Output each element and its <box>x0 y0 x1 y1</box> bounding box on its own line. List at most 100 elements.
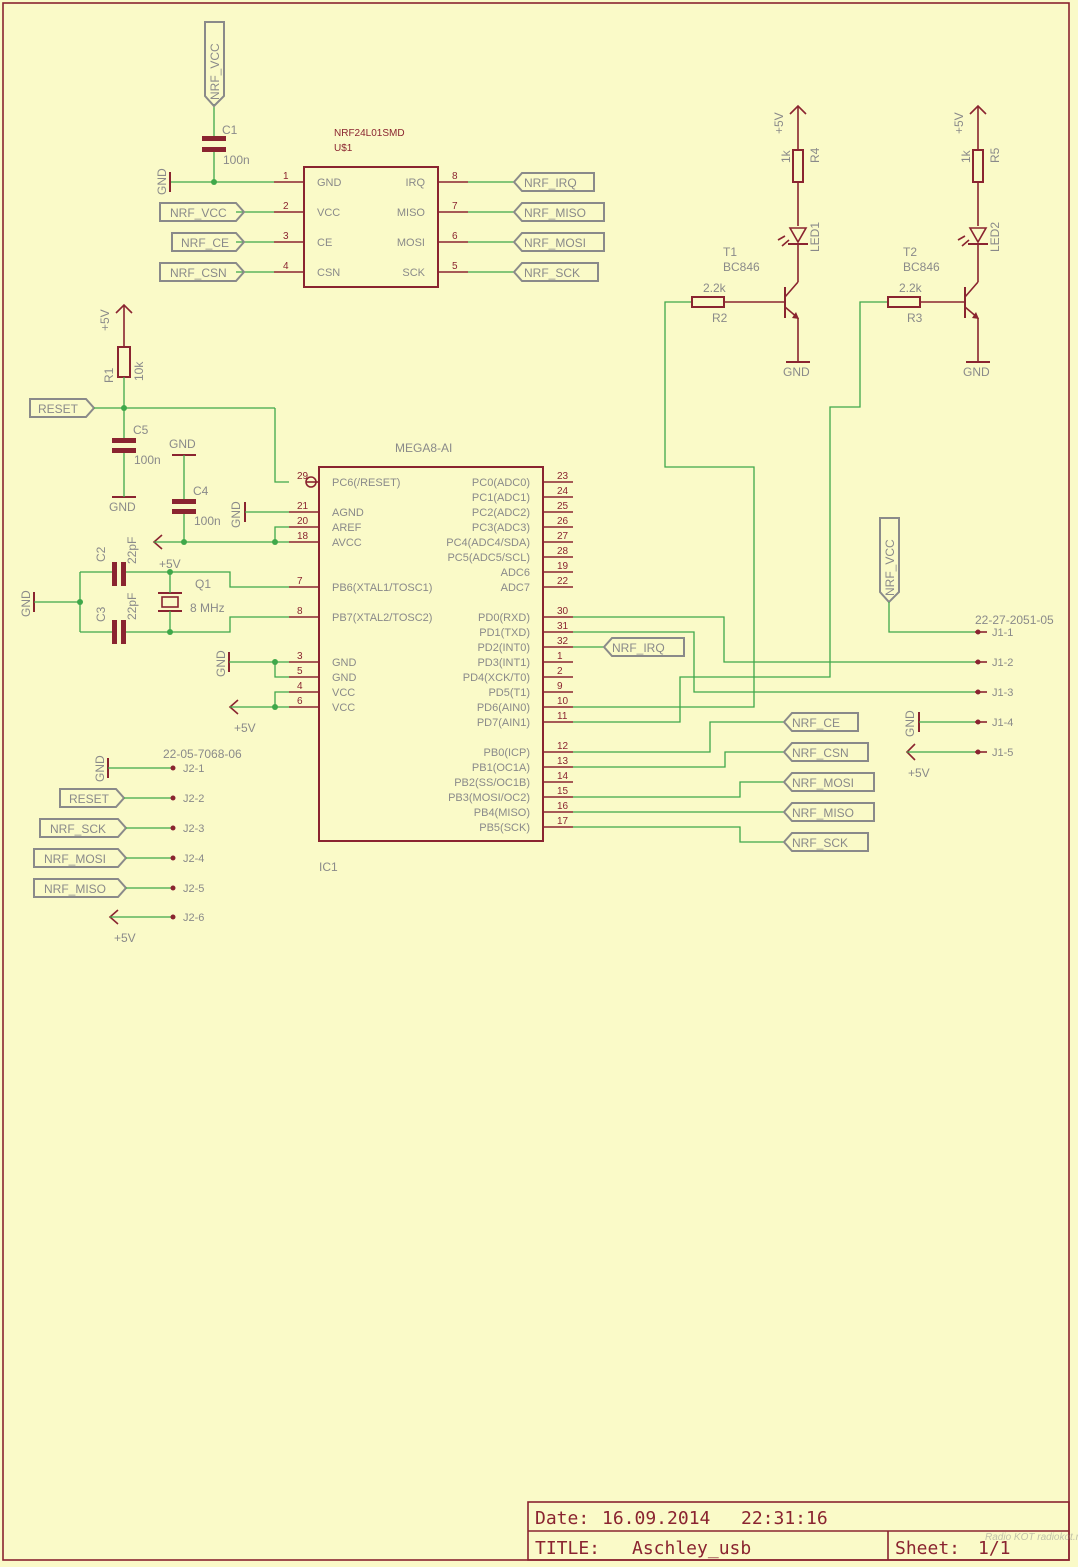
mcu-pin-name: PD2(INT0) <box>477 642 530 654</box>
c4-ref: C4 <box>193 484 209 498</box>
t2-ref: T2 <box>903 245 917 259</box>
j1-pin: J1-4 <box>992 717 1013 729</box>
mcu-pin-num: 14 <box>557 771 569 782</box>
led1-driver: +5V 1k R4 LED1 T1 BC846 GND 2.2k R2 <box>691 104 822 379</box>
mcu-pin-name: PD4(XCK/T0) <box>463 672 530 684</box>
gnd-label: GND <box>963 365 990 379</box>
r5-ref: R5 <box>988 147 1002 163</box>
supply-label: +5V <box>98 309 112 331</box>
r1-ref: R1 <box>102 367 116 383</box>
mcu-pin-name: PD7(AIN1) <box>477 717 530 729</box>
flag-nrf-vcc-j1 <box>879 517 900 604</box>
flag-text: NRF_SCK <box>792 836 848 850</box>
c2-ref: C2 <box>94 546 108 562</box>
nrf-pin-num: 1 <box>283 171 289 182</box>
mcu-pin-name: PD1(TXD) <box>479 627 530 639</box>
mcu-pin-num: 16 <box>557 801 569 812</box>
mcu-pin-num: 10 <box>557 696 569 707</box>
mcu-ref: IC1 <box>319 860 338 874</box>
supply-label: +5V <box>908 766 930 780</box>
mcu-pin-num: 21 <box>297 501 309 512</box>
mcu-pin-num: 26 <box>557 516 569 527</box>
nrf-module-body <box>303 166 439 288</box>
t1-ref: T1 <box>723 245 737 259</box>
mcu-pin-num: 24 <box>557 486 569 497</box>
mcu-pin-num: 27 <box>557 531 569 542</box>
flag-text: NRF_MOSI <box>524 236 586 250</box>
q1-ref: Q1 <box>195 577 211 591</box>
mcu-pin-name: GND <box>332 672 357 684</box>
mcu-pin-name: AGND <box>332 507 364 519</box>
j2-pin: J2-3 <box>183 823 204 835</box>
mcu-pin-num: 12 <box>557 741 569 752</box>
j1-part: 22-27-2051-05 <box>975 613 1054 627</box>
mcu-pin-name: PB6(XTAL1/TOSC1) <box>332 582 432 594</box>
mcu-pin-num: 7 <box>297 576 303 587</box>
flag-text: NRF_IRQ <box>524 176 577 190</box>
crystal-q1 <box>161 596 179 608</box>
capacitor-c2 <box>112 562 117 586</box>
title-block: Date: 16.09.2014 22:31:16 TITLE: Aschley… <box>527 1501 1078 1561</box>
j2-pin: J2-6 <box>183 912 204 924</box>
c3-value: 22pF <box>125 593 139 620</box>
nrf-pin-name: MOSI <box>397 237 425 249</box>
flag-nrf-vcc-top <box>204 21 225 108</box>
j1-pin: J1-1 <box>992 627 1013 639</box>
nrf-pin-num: 8 <box>452 171 458 182</box>
nrf-gnd-label: GND <box>155 168 169 195</box>
supply-label: +5V <box>772 112 786 134</box>
mcu-pin-name: PB2(SS/OC1B) <box>454 777 530 789</box>
sheet-label: Sheet: <box>895 1538 960 1559</box>
supply-label: +5V <box>234 721 256 735</box>
supply-label: +5V <box>159 557 181 571</box>
date-label: Date: <box>535 1508 589 1529</box>
mcu-pin-num: 5 <box>297 666 303 677</box>
mcu-pin-name: PB7(XTAL2/TOSC2) <box>332 612 432 624</box>
mcu-pin-num: 28 <box>557 546 569 557</box>
j2-part: 22-05-7068-06 <box>163 747 242 761</box>
mcu-pin-num: 8 <box>297 606 303 617</box>
c4-value: 100n <box>194 514 221 528</box>
mcu-pin-name: PC1(ADC1) <box>472 492 530 504</box>
mcu-pin-name: PC5(ADC5/SCL) <box>447 552 530 564</box>
crystal-network: GND C2 22pF C3 22pF Q1 8 MHz +5V <box>19 537 225 644</box>
nrf-pin-num: 7 <box>452 201 458 212</box>
nrf-left-flags: NRF_VCC NRF_CE NRF_CSN <box>159 202 246 282</box>
mcu-pin-num: 30 <box>557 606 569 617</box>
mcu-pin-name: PC0(ADC0) <box>472 477 530 489</box>
led1-symbol <box>788 227 808 244</box>
j2-pin: J2-5 <box>183 883 204 895</box>
mcu-pin-name: PC3(ADC3) <box>472 522 530 534</box>
flag-text: RESET <box>69 792 110 806</box>
mcu-power: GND +5V <box>214 650 256 735</box>
flag-text: NRF_VCC <box>170 206 227 220</box>
mcu-pin-num: 31 <box>557 621 569 632</box>
mcu-name: MEGA8-AI <box>395 441 452 455</box>
capacitor-c1: C1 100n <box>202 123 250 167</box>
mcu-pin-name: PC4(ADC4/SDA) <box>446 537 530 549</box>
connector-j1: 22-27-2051-05 NRF_VCC GND +5V J1-1 J1-2 … <box>879 517 1054 780</box>
mcu-pin-name: PD5(T1) <box>488 687 530 699</box>
mcu-pin-num: 6 <box>297 696 303 707</box>
mcu-pin-num: 3 <box>297 651 303 662</box>
flag-text: NRF_SCK <box>50 822 106 836</box>
c5-value: 100n <box>134 453 161 467</box>
flag-text: NRF_SCK <box>524 266 580 280</box>
mcu-body <box>318 466 544 842</box>
r2-value: 2.2k <box>703 281 727 295</box>
title-value: Aschley_usb <box>632 1538 751 1559</box>
gnd-label: GND <box>903 710 917 737</box>
c1-value: 100n <box>223 153 250 167</box>
flag-text: RESET <box>38 402 79 416</box>
gnd-label: GND <box>93 755 107 782</box>
supply-label: +5V <box>114 931 136 945</box>
mcu-pin-num: 1 <box>557 651 563 662</box>
flag-text: NRF_MISO <box>524 206 586 220</box>
flag-text: NRF_CE <box>792 716 840 730</box>
led2-symbol <box>968 227 988 244</box>
connector-j2: 22-05-7068-06 GND RESET NRF_SCK NRF_MOSI… <box>33 747 242 945</box>
t1-value: BC846 <box>723 260 760 274</box>
nrf-pin-name: VCC <box>317 207 340 219</box>
j1-pin: J1-5 <box>992 747 1013 759</box>
mcu-pin-num: 17 <box>557 816 569 827</box>
